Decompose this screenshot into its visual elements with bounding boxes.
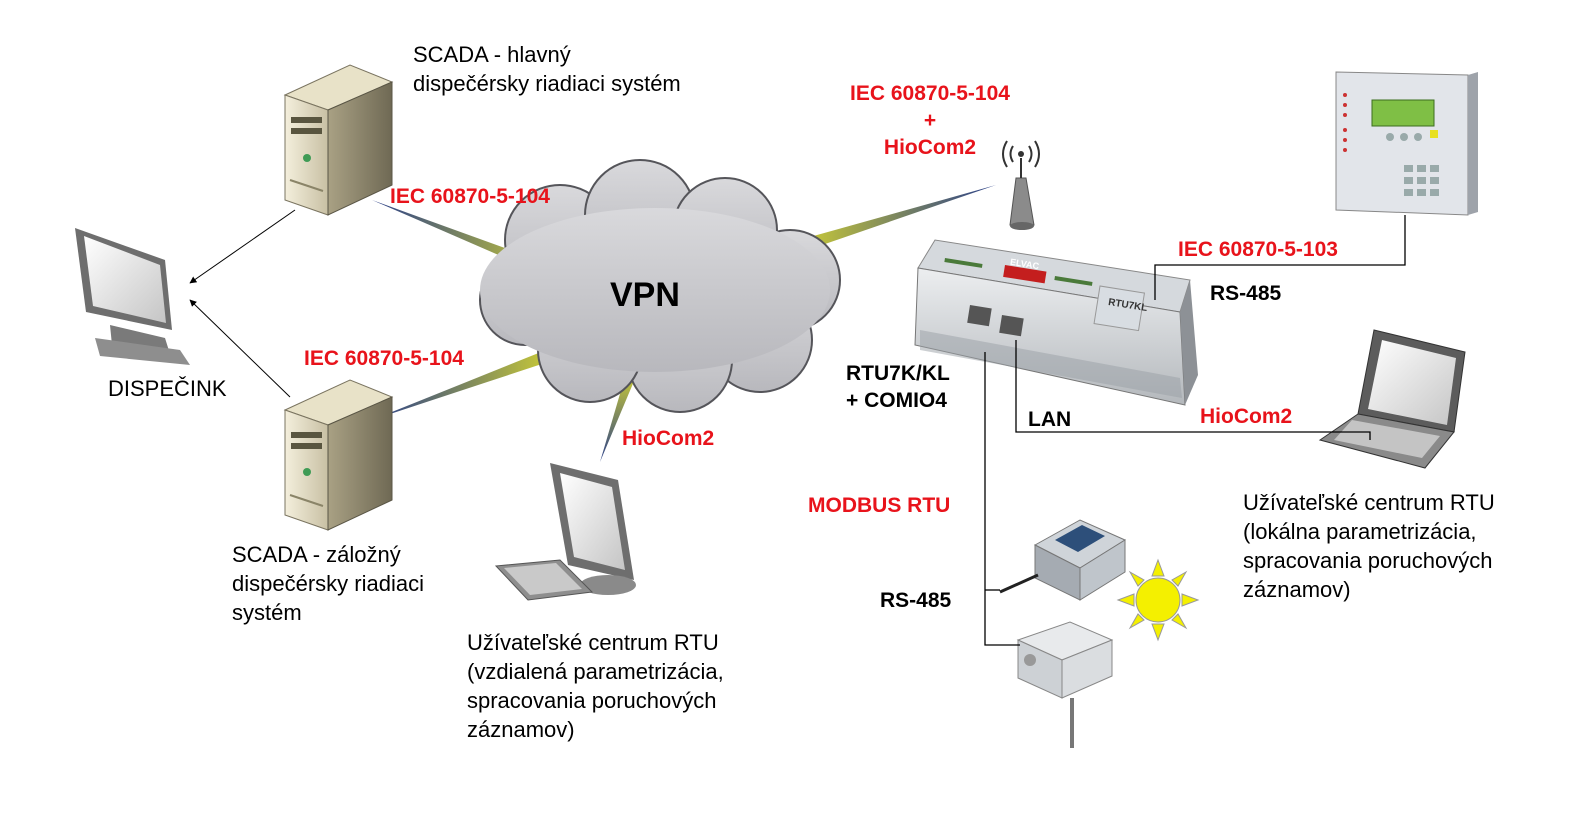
scada-main-protocol-label: IEC 60870-5-104 (390, 185, 550, 208)
sun-icon (1116, 558, 1200, 642)
protection-relay-icon (1335, 71, 1478, 216)
wireless-protocol-line1: IEC 60870-5-104 (850, 82, 1010, 105)
link-scada-backup-vpn (372, 346, 560, 420)
modbus-label: MODBUS RTU (808, 494, 951, 517)
remote-center-label: Užívateľské centrum RTU (vzdialená param… (467, 628, 724, 744)
remote-workstation-icon (494, 463, 636, 601)
wireless-protocol-line3: HioCom2 (883, 136, 977, 159)
rtu-label: RTU7K/KL + COMIO4 (846, 360, 950, 414)
local-center-label: Užívateľské centrum RTU (lokálna paramet… (1243, 488, 1495, 604)
remote-center-label-line3: spracovania poruchových (467, 688, 717, 713)
arrow-scada-backup-dispecink (189, 299, 291, 398)
remote-hiocom-label: HioCom2 (622, 427, 715, 450)
modbus-wire (984, 352, 1020, 646)
local-center-label-line1: Užívateľské centrum RTU (1243, 490, 1495, 515)
scada-main-label-line2: dispečérsky riadiaci systém (413, 71, 681, 96)
relay-bus-label: RS-485 (1210, 282, 1282, 305)
relay-bus-wire (1154, 215, 1406, 300)
relay-protocol-label: IEC 60870-5-103 (1178, 238, 1338, 261)
rtu-label-line2: + COMIO4 (846, 389, 947, 412)
wireless-protocol-label: IEC 60870-5-104 + HioCom2 (830, 80, 1030, 161)
lan-wire (1015, 340, 1371, 440)
remote-center-label-line4: záznamov) (467, 717, 575, 742)
rtu-device-icon (914, 239, 1198, 406)
scada-backup-server-icon (283, 379, 394, 531)
lan-label: LAN (1028, 408, 1072, 431)
remote-center-label-line2: (vzdialená parametrizácia, (467, 659, 724, 684)
wireless-protocol-line2: + (923, 109, 937, 132)
scada-main-label-line1: SCADA - hlavný (413, 42, 571, 67)
scada-backup-label-line2: dispečérsky riadiaci (232, 571, 424, 596)
scada-backup-protocol-label: IEC 60870-5-104 (304, 347, 464, 370)
vpn-cloud (479, 159, 841, 413)
local-center-label-line2: (lokálna parametrizácia, (1243, 519, 1477, 544)
temperature-sensor-icon (1016, 621, 1114, 748)
scada-main-label: SCADA - hlavný dispečérsky riadiaci syst… (413, 40, 681, 98)
local-center-label-line3: spracovania poruchových (1243, 548, 1493, 573)
remote-center-label-line1: Užívateľské centrum RTU (467, 630, 719, 655)
dispecink-monitor-icon (75, 228, 190, 365)
antenna-icon (1002, 140, 1040, 230)
rtu-label-line1: RTU7K/KL (846, 362, 950, 385)
scada-backup-label-line3: systém (232, 600, 302, 625)
link-wireless-vpn (792, 185, 996, 254)
sensor-bus-label: RS-485 (880, 589, 952, 612)
scada-main-server-icon (283, 64, 394, 216)
arrow-scada-main-dispecink (189, 209, 296, 284)
local-center-label-line4: záznamov) (1243, 577, 1351, 602)
local-hiocom-label: HioCom2 (1200, 405, 1293, 428)
scada-backup-label: SCADA - záložný dispečérsky riadiaci sys… (232, 540, 424, 627)
irradiance-sensor-icon (999, 519, 1127, 601)
vpn-label: VPN (610, 276, 680, 314)
scada-backup-label-line1: SCADA - záložný (232, 542, 401, 567)
dispecink-label: DISPEČINK (108, 376, 227, 401)
laptop-icon (1318, 329, 1466, 469)
link-remote-center-vpn (600, 370, 637, 462)
